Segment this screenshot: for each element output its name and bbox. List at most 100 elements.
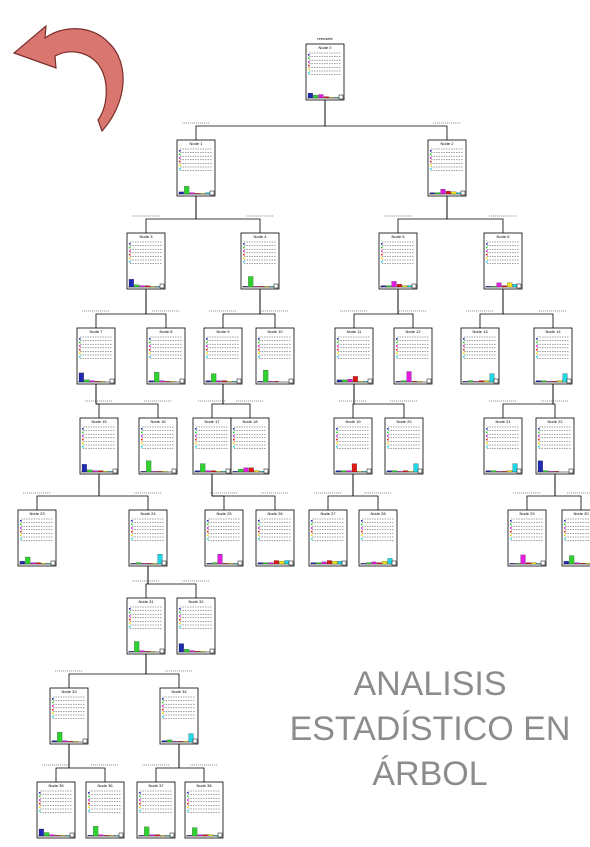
expand-toggle-icon[interactable] [236, 378, 242, 384]
tree-node-n6[interactable]: Node 6 [483, 232, 523, 290]
tree-node-n19[interactable]: Node 19 [333, 417, 373, 475]
expand-toggle-icon[interactable] [192, 738, 198, 744]
expand-toggle-icon[interactable] [159, 283, 165, 289]
category-swatch [179, 153, 181, 156]
tree-node-n26[interactable]: Node 26 [255, 509, 295, 567]
tree-node-n30[interactable]: Node 30 [561, 509, 590, 567]
expand-toggle-icon[interactable] [566, 378, 572, 384]
category-bar [371, 561, 377, 565]
tree-node-n28[interactable]: Node 28 [358, 509, 398, 567]
node-title: Node 27 [320, 511, 336, 516]
tree-node-n29[interactable]: Node 29 [507, 509, 547, 567]
tree-node-n8[interactable]: Node 8 [146, 327, 186, 385]
tree-node-n10[interactable]: Node 10 [255, 327, 295, 385]
category-swatch [131, 527, 133, 529]
tree-node-n7[interactable]: Node 7 [76, 327, 116, 385]
category-swatch [336, 438, 338, 441]
tree-node-n18[interactable]: Node 18 [230, 417, 270, 475]
category-swatch [141, 438, 143, 441]
category-bar [146, 460, 152, 473]
curved-return-arrow-icon[interactable] [12, 24, 124, 133]
expand-toggle-icon[interactable] [209, 190, 215, 196]
expand-toggle-icon[interactable] [540, 560, 546, 566]
expand-toggle-icon[interactable] [391, 560, 397, 566]
category-bar [200, 193, 206, 195]
tree-node-n36[interactable]: Node 36 [85, 781, 125, 839]
expand-toggle-icon[interactable] [179, 378, 185, 384]
tree-node-n1[interactable]: Node 1 [176, 139, 216, 197]
node-title: Node 35 [48, 783, 64, 788]
expand-toggle-icon[interactable] [516, 283, 522, 289]
tree-node-n9[interactable]: Node 9 [203, 327, 243, 385]
expand-toggle-icon[interactable] [273, 283, 279, 289]
expand-toggle-icon[interactable] [169, 832, 175, 838]
expand-toggle-icon[interactable] [263, 468, 269, 474]
tree-node-n20[interactable]: Node 20 [384, 417, 424, 475]
expand-toggle-icon[interactable] [50, 560, 56, 566]
category-swatch [52, 712, 54, 714]
category-bar [376, 562, 382, 565]
category-bar [200, 651, 206, 653]
tree-node-n38[interactable]: Node 38 [184, 781, 224, 839]
tree-node-n13[interactable]: Node 13 [460, 327, 500, 385]
category-bar [149, 834, 155, 837]
tree-node-n23[interactable]: Node 23 [17, 509, 57, 567]
tree-node-n22[interactable]: Node 22 [535, 417, 575, 475]
expand-toggle-icon[interactable] [171, 468, 177, 474]
expand-toggle-icon[interactable] [288, 560, 294, 566]
tree-node-n31[interactable]: Node 31 [126, 597, 166, 655]
expand-toggle-icon[interactable] [159, 648, 165, 654]
expand-toggle-icon[interactable] [426, 378, 432, 384]
expand-toggle-icon[interactable] [516, 468, 522, 474]
category-swatch [463, 352, 465, 354]
category-swatch [129, 257, 131, 259]
expand-toggle-icon[interactable] [367, 378, 373, 384]
tree-node-n2[interactable]: Node 2 [427, 139, 467, 197]
expand-toggle-icon[interactable] [209, 648, 215, 654]
tree-node-n35[interactable]: Node 35 [36, 781, 76, 839]
expand-toggle-icon[interactable] [338, 94, 344, 100]
tree-node-n3[interactable]: Node 3 [126, 232, 166, 290]
tree-node-n5[interactable]: Node 5 [378, 232, 418, 290]
expand-toggle-icon[interactable] [288, 378, 294, 384]
expand-toggle-icon[interactable] [493, 378, 499, 384]
expand-toggle-icon[interactable] [460, 190, 466, 196]
tree-node-n15[interactable]: Node 15 [79, 417, 119, 475]
category-swatch [139, 799, 141, 801]
tree-node-n12[interactable]: Node 12 [393, 327, 433, 385]
tree-node-n4[interactable]: Node 4 [240, 232, 280, 290]
category-swatch [536, 338, 538, 340]
tree-node-n16[interactable]: Node 16 [138, 417, 178, 475]
tree-node-root[interactable]: Node 0 [305, 43, 345, 101]
tree-node-n34[interactable]: Node 34 [159, 687, 199, 745]
expand-toggle-icon[interactable] [109, 378, 115, 384]
expand-toggle-icon[interactable] [411, 283, 417, 289]
tree-node-n17[interactable]: Node 17 [192, 417, 232, 475]
expand-toggle-icon[interactable] [112, 468, 118, 474]
expand-toggle-icon[interactable] [568, 468, 574, 474]
category-swatch [396, 356, 398, 358]
tree-node-n11[interactable]: Node 11 [334, 327, 374, 385]
expand-toggle-icon[interactable] [417, 468, 423, 474]
tree-node-n37[interactable]: Node 37 [136, 781, 176, 839]
expand-toggle-icon[interactable] [217, 832, 223, 838]
expand-toggle-icon[interactable] [118, 832, 124, 838]
expand-toggle-icon[interactable] [69, 832, 75, 838]
tree-node-n33[interactable]: Node 33 [49, 687, 89, 745]
tree-node-n24[interactable]: Node 24 [128, 509, 168, 567]
expand-toggle-icon[interactable] [237, 560, 243, 566]
expand-toggle-icon[interactable] [341, 560, 347, 566]
category-bar [501, 471, 507, 473]
tree-node-n21[interactable]: Node 21 [483, 417, 523, 475]
category-swatch [396, 338, 398, 340]
expand-toggle-icon[interactable] [161, 560, 167, 566]
category-swatch [20, 538, 22, 540]
expand-toggle-icon[interactable] [225, 468, 231, 474]
tree-node-n25[interactable]: Node 25 [204, 509, 244, 567]
category-swatch [179, 160, 181, 163]
tree-node-n14[interactable]: Node 14 [533, 327, 573, 385]
tree-node-n27[interactable]: Node 27 [308, 509, 348, 567]
expand-toggle-icon[interactable] [366, 468, 372, 474]
tree-node-n32[interactable]: Node 32 [176, 597, 216, 655]
expand-toggle-icon[interactable] [82, 738, 88, 744]
